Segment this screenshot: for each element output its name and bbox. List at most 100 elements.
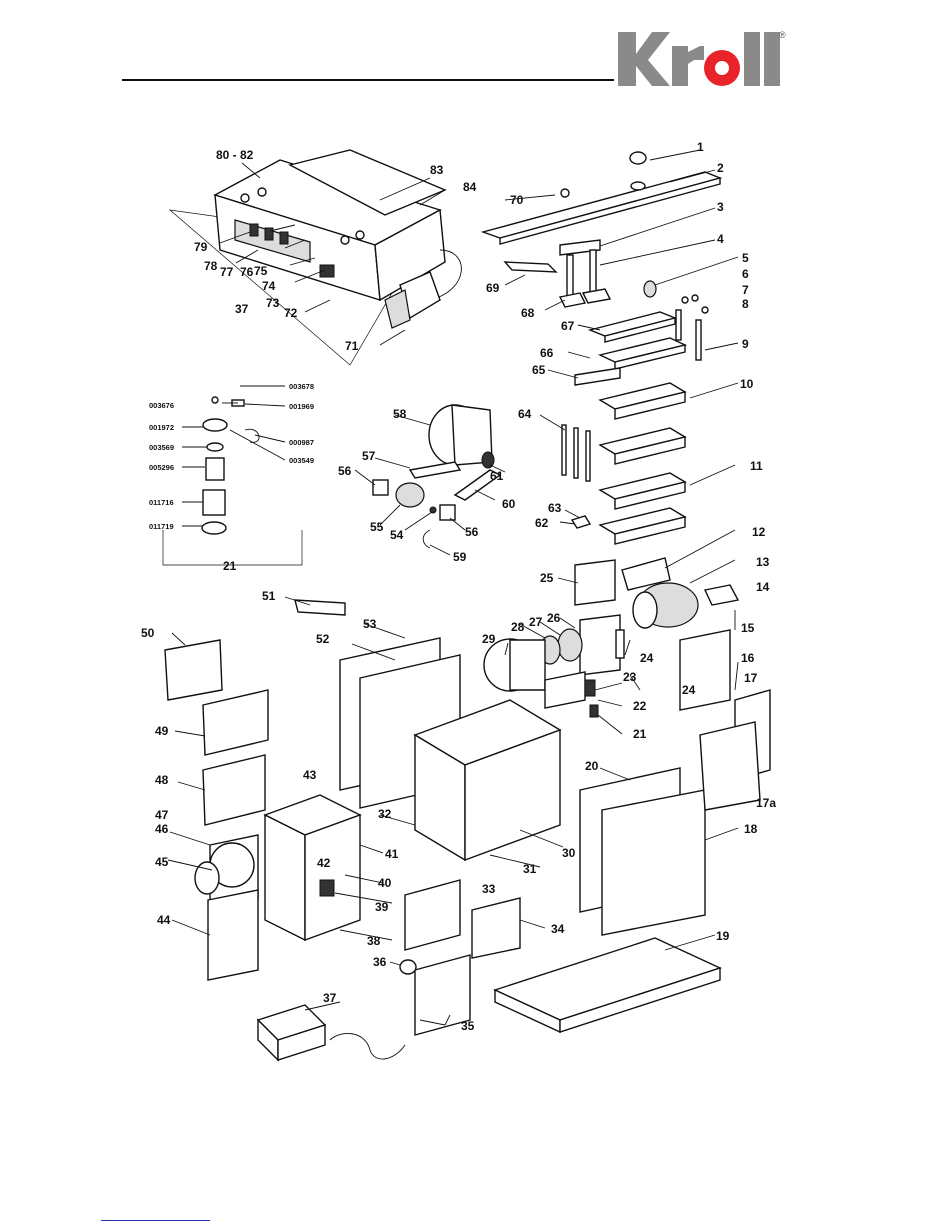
callout-72: 72 [284, 306, 298, 320]
code-003549: 003549 [289, 456, 314, 465]
fan-assembly [372, 404, 502, 549]
callout-27: 27 [529, 615, 543, 629]
callout-66: 66 [540, 346, 554, 360]
callout-7: 7 [742, 283, 749, 297]
code-001972: 001972 [149, 423, 174, 432]
callout-16: 16 [741, 651, 755, 665]
header-rule [122, 79, 614, 81]
callout-80-82: 80 - 82 [216, 148, 254, 162]
callout-52: 52 [316, 632, 330, 646]
callout-40: 40 [378, 876, 392, 890]
callout-33: 33 [482, 882, 496, 896]
callout-13: 13 [756, 555, 770, 569]
callout-25: 25 [540, 571, 554, 585]
filter-detail [162, 396, 303, 566]
callout-46: 46 [155, 822, 169, 836]
callout-62: 62 [535, 516, 549, 530]
callout-24: 24 [640, 651, 654, 665]
callout-5: 5 [742, 251, 749, 265]
callout-68: 68 [521, 306, 535, 320]
callout-11: 11 [750, 459, 763, 473]
callout-83: 83 [430, 163, 444, 177]
callout-4: 4 [717, 232, 724, 246]
callout-17a: 17a [756, 796, 776, 810]
footer-link-underline [101, 1220, 210, 1221]
callout-53: 53 [363, 617, 377, 631]
callout-29: 29 [482, 632, 496, 646]
callout-2: 2 [717, 161, 724, 175]
callout-36: 36 [373, 955, 387, 969]
callout-6: 6 [742, 267, 749, 281]
callout-28: 28 [511, 620, 525, 634]
housing-panels [164, 599, 771, 1062]
callout-59: 59 [453, 550, 467, 564]
callout-39: 39 [375, 900, 389, 914]
callout-74: 74 [262, 279, 276, 293]
callout-63: 63 [548, 501, 562, 515]
callout-9: 9 [742, 337, 749, 351]
callout-49: 49 [155, 724, 169, 738]
callout-57: 57 [362, 449, 376, 463]
callout-37-top: 37 [235, 302, 249, 316]
callout-1: 1 [697, 140, 704, 154]
callout-60: 60 [502, 497, 516, 511]
callout-73: 73 [266, 296, 280, 310]
callout-34: 34 [551, 922, 565, 936]
callout-21b: 21 [633, 727, 647, 741]
callout-78: 78 [204, 259, 218, 273]
callout-61: 61 [490, 469, 504, 483]
callout-15: 15 [741, 621, 755, 635]
callout-44: 44 [157, 913, 171, 927]
callout-24b: 24 [682, 683, 696, 697]
callout-14: 14 [756, 580, 770, 594]
code-003678: 003678 [289, 382, 314, 391]
callout-58: 58 [393, 407, 407, 421]
callout-38: 38 [367, 934, 381, 948]
leader-lines [167, 149, 739, 1026]
callout-20: 20 [585, 759, 599, 773]
control-box-assembly [168, 149, 462, 366]
code-011716: 011716 [149, 498, 174, 507]
callout-42: 42 [317, 856, 331, 870]
callout-71: 71 [345, 339, 359, 353]
callout-47: 47 [155, 808, 169, 822]
callout-41: 41 [385, 847, 399, 861]
callout-55: 55 [370, 520, 384, 534]
kroll-logo [618, 32, 780, 86]
code-011719: 011719 [149, 522, 174, 531]
callout-19: 19 [716, 929, 730, 943]
callout-75: 75 [254, 264, 268, 278]
callout-37-bottom: 37 [323, 991, 337, 1005]
top-cover-assembly [480, 151, 723, 361]
registered-mark: ® [779, 30, 786, 40]
callout-51: 51 [262, 589, 276, 603]
callout-35: 35 [461, 1019, 475, 1033]
code-001969: 001969 [289, 402, 314, 411]
callout-23: 23 [623, 670, 637, 684]
burner-assembly [483, 559, 740, 718]
callout-45: 45 [155, 855, 169, 869]
code-003569: 003569 [149, 443, 174, 452]
callout-56b: 56 [465, 525, 479, 539]
callout-67: 67 [561, 319, 575, 333]
callout-43: 43 [303, 768, 317, 782]
callout-76: 76 [240, 265, 254, 279]
callout-32: 32 [378, 807, 392, 821]
callout-56: 56 [338, 464, 352, 478]
callout-54: 54 [390, 528, 404, 542]
callout-48: 48 [155, 773, 169, 787]
callout-26: 26 [547, 611, 561, 625]
part-code-labels: 003676 003678 001969 001972 000987 00356… [149, 382, 314, 531]
callout-70: 70 [510, 193, 524, 207]
callout-50: 50 [141, 626, 155, 640]
code-005296: 005296 [149, 463, 174, 472]
callout-10: 10 [740, 377, 754, 391]
callout-69: 69 [486, 281, 500, 295]
callout-18: 18 [744, 822, 758, 836]
callout-77: 77 [220, 265, 234, 279]
heat-exchanger-stack [561, 311, 688, 591]
callout-22: 22 [633, 699, 647, 713]
code-003676: 003676 [149, 401, 174, 410]
callout-labels: 1 2 3 4 5 6 7 8 9 10 11 12 13 14 15 16 1… [141, 140, 776, 1033]
